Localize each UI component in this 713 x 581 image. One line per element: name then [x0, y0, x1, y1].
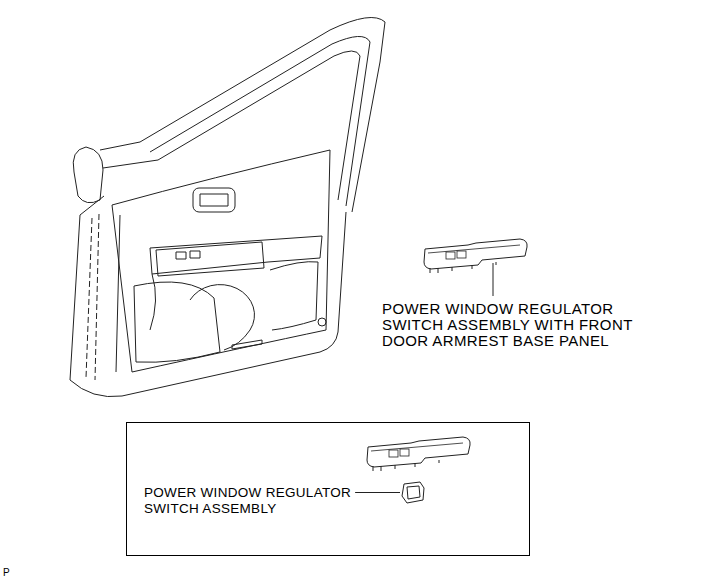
switch-panel-part	[367, 437, 470, 471]
switch-panel-part	[424, 239, 527, 273]
part-label: POWER WINDOW REGULATOR SWITCH ASSEMBLY W…	[382, 301, 637, 349]
inset-box: POWER WINDOW REGULATOR SWITCH ASSEMBLY	[126, 422, 530, 556]
switch-part	[402, 482, 424, 503]
page-code: P	[3, 565, 43, 581]
part-label: POWER WINDOW REGULATOR SWITCH ASSEMBLY	[144, 485, 369, 517]
front-door	[70, 18, 385, 397]
leader-line	[355, 492, 400, 493]
leader-line	[493, 263, 494, 296]
